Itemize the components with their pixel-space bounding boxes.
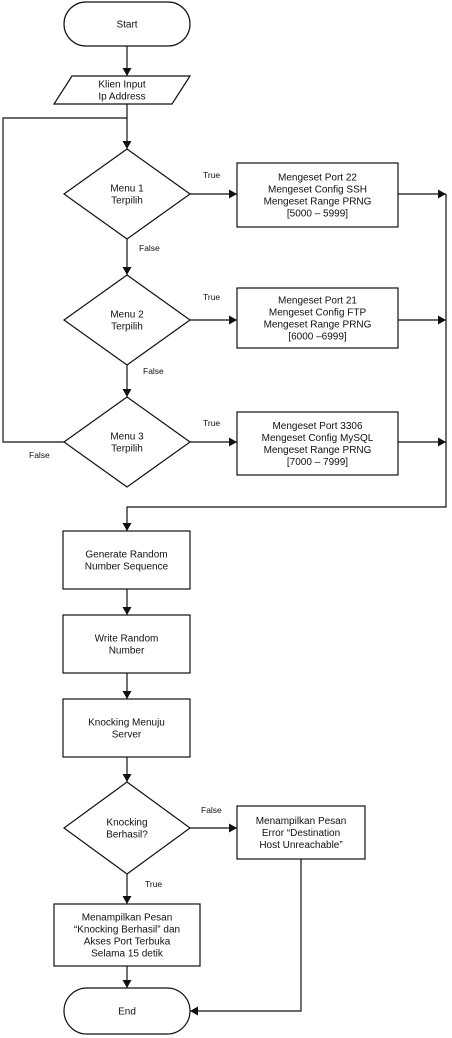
arrowhead	[438, 189, 446, 199]
arrowhead	[122, 267, 132, 275]
end-label-line: End	[118, 1007, 136, 1018]
ssh-label-line: Mengeset Range PRNG	[264, 197, 372, 208]
edge-label-check-true: True	[145, 879, 162, 889]
arrowhead	[122, 141, 132, 149]
write-label-line: Number	[109, 646, 145, 657]
ftp-label-line: Mengeset Config FTP	[269, 308, 367, 319]
edge-label-m3-false: False	[29, 450, 50, 460]
knock-label-line: Knocking Menuju	[88, 718, 165, 729]
arrowhead	[438, 437, 446, 447]
success-label-line: “Knocking Berhasil” dan	[74, 925, 180, 936]
arrowhead	[122, 980, 132, 988]
menu1-label-line: Menu 1	[110, 184, 144, 195]
arrowhead	[122, 523, 132, 531]
error-label-line: Menampilkan Pesan	[256, 816, 347, 827]
mysql-label-line: [7000 – 7999]	[287, 457, 348, 468]
edge-label-m2-false: False	[143, 366, 164, 376]
edge-menu3-false-loop	[2, 117, 127, 443]
menu3-label-line: Menu 3	[110, 432, 144, 443]
success-label-line: Menampilkan Pesan	[82, 913, 173, 924]
arrowhead	[122, 774, 132, 782]
write-process-shape	[62, 614, 191, 674]
mysql-process-shape	[236, 411, 399, 476]
generate-label-line: Number Sequence	[85, 562, 169, 573]
arrowhead	[122, 389, 132, 397]
knock-process-shape	[62, 698, 191, 758]
edge-collector-to-generate	[126, 194, 447, 531]
error-process-shape	[236, 805, 366, 860]
ftp-label-line: Mengeset Range PRNG	[264, 320, 372, 331]
end-terminator-shape	[63, 987, 191, 1035]
edge-label-m3-true: True	[203, 418, 220, 428]
arrowhead	[122, 607, 132, 615]
arrowhead	[190, 1006, 198, 1016]
arrowhead	[122, 896, 132, 904]
check-label-line: Berhasil?	[106, 830, 148, 841]
error-label-line: Error “Destination	[262, 828, 340, 839]
ftp-label-line: [6000 –6999]	[288, 332, 347, 343]
mysql-label-line: Mengeset Port 3306	[272, 421, 362, 432]
menu3-label-line: Terpilih	[111, 444, 143, 455]
mysql-label-line: Mengeset Range PRNG	[264, 445, 372, 456]
menu2-label-line: Menu 2	[110, 310, 144, 321]
ssh-label-line: Mengeset Config SSH	[268, 185, 367, 196]
input-input-shape	[52, 75, 192, 105]
write-label-line: Write Random	[95, 634, 159, 645]
menu2-label-line: Terpilih	[111, 322, 143, 333]
check-decision-shape	[62, 781, 192, 875]
error-label-line: Host Unreachable”	[259, 840, 342, 851]
node-start: Start	[63, 1, 191, 47]
menu2-decision-shape	[62, 274, 192, 366]
ssh-process-shape	[236, 162, 399, 228]
arrowhead	[122, 68, 132, 76]
node-end: End	[63, 987, 191, 1035]
arrowhead	[229, 189, 237, 199]
arrowhead	[438, 315, 446, 325]
input-label-line: Klien Input	[98, 80, 145, 91]
ftp-process-shape	[236, 287, 399, 349]
success-label-line: Akses Port Terbuka	[84, 937, 171, 948]
arrowhead	[122, 691, 132, 699]
generate-label-line: Generate Random	[85, 550, 167, 561]
edge-label-m1-true: True	[203, 170, 220, 180]
ssh-label-line: Mengeset Port 22	[278, 173, 357, 184]
mysql-label-line: Mengeset Config MySQL	[262, 433, 374, 444]
start-terminator-shape	[63, 1, 191, 47]
arrowhead	[229, 315, 237, 325]
edge-label-check-false: False	[201, 805, 222, 815]
generate-process-shape	[62, 530, 191, 590]
edge-label-m1-false: False	[139, 243, 160, 253]
check-label-line: Knocking	[106, 818, 147, 829]
menu3-decision-shape	[62, 396, 192, 488]
menu1-label-line: Terpilih	[111, 196, 143, 207]
ftp-label-line: Mengeset Port 21	[278, 296, 357, 307]
arrowhead	[229, 437, 237, 447]
edge-error-to-end	[190, 859, 302, 1012]
arrowhead	[229, 823, 237, 833]
knock-label-line: Server	[112, 730, 142, 741]
success-process-shape	[53, 903, 201, 967]
ssh-label-line: [5000 – 5999]	[287, 209, 348, 220]
menu1-decision-shape	[62, 148, 192, 240]
input-label-line: Ip Address	[98, 92, 145, 103]
success-label-line: Selama 15 detik	[91, 949, 164, 960]
node-success: Menampilkan Pesan“Knocking Berhasil” dan…	[53, 903, 201, 967]
start-label-line: Start	[116, 20, 137, 31]
edge-label-m2-true: True	[203, 292, 220, 302]
